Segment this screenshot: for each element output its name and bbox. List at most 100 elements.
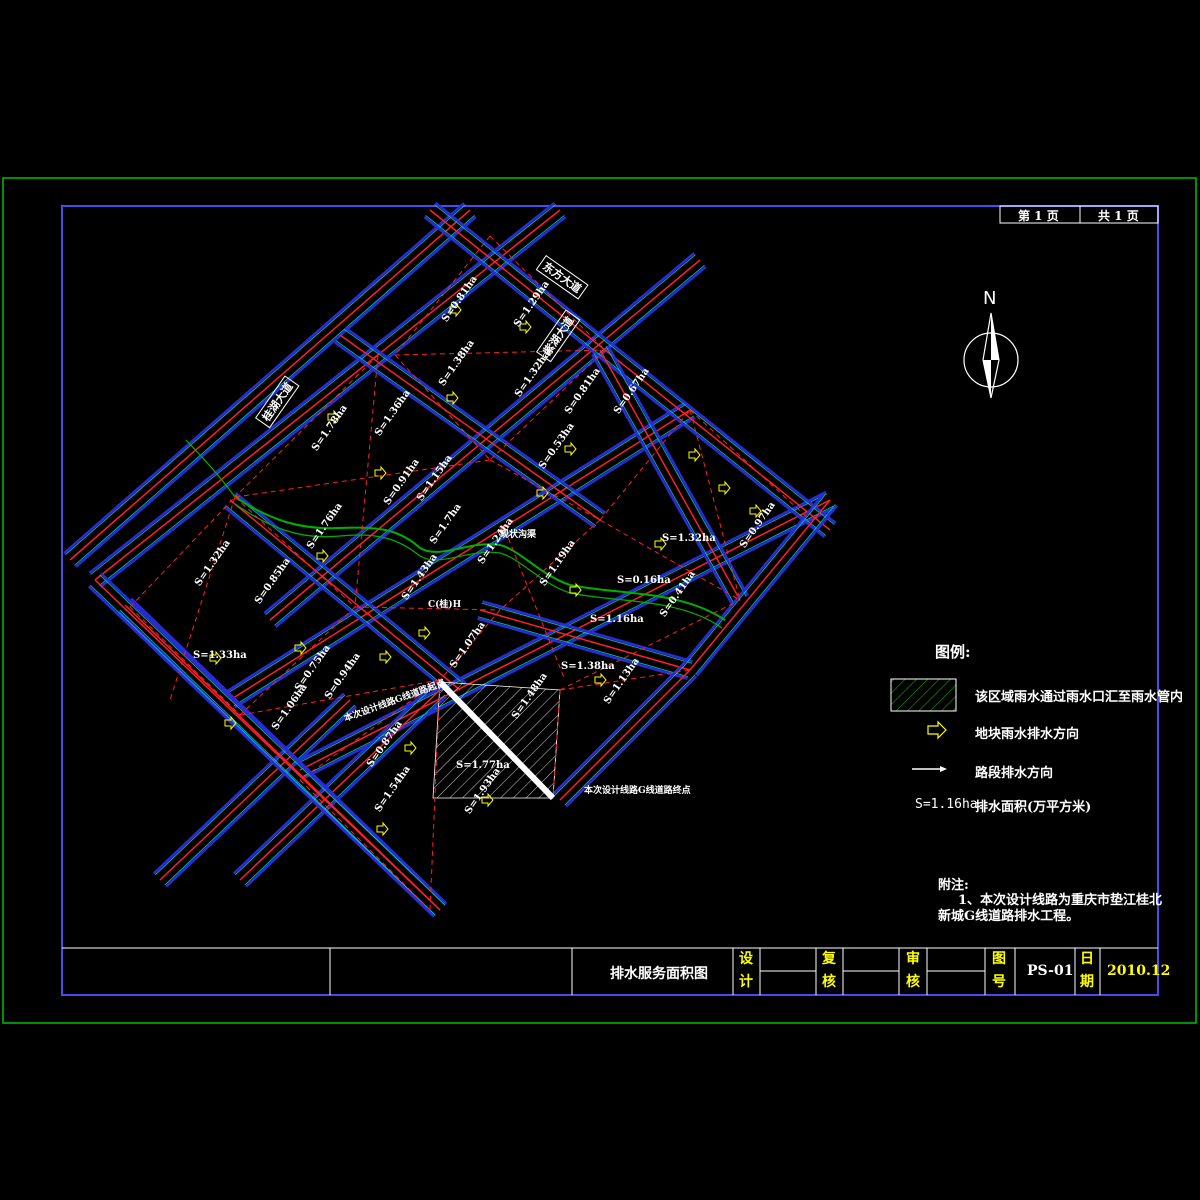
road-line xyxy=(100,572,448,905)
road-network xyxy=(63,201,838,918)
road-line xyxy=(689,499,831,671)
north-label: N xyxy=(983,288,997,309)
road-line xyxy=(605,346,747,597)
road-line xyxy=(299,779,431,911)
road-line xyxy=(559,669,691,691)
legend-title: 图例: xyxy=(935,643,971,661)
callout-label: C(桂)H xyxy=(428,600,462,610)
runoff-direction-arrow-icon xyxy=(481,792,494,808)
runoff-direction-arrow-icon xyxy=(294,640,307,656)
road-line xyxy=(552,662,685,795)
road-line xyxy=(65,204,466,556)
legend-item-line-text: 路段排水方向 xyxy=(975,766,1054,781)
legend-line-arrow-icon xyxy=(912,766,947,772)
callout-label: 现状沟渠 xyxy=(500,530,537,540)
road-line xyxy=(682,493,825,666)
road-line xyxy=(245,695,448,888)
review-label: 审核 xyxy=(906,951,920,990)
road-line xyxy=(565,675,698,808)
road-line xyxy=(564,674,696,806)
road-line xyxy=(263,252,696,615)
road-line xyxy=(295,490,827,764)
road-line xyxy=(234,494,465,685)
road-line xyxy=(599,409,691,521)
road-line xyxy=(234,496,356,608)
inner-frame xyxy=(61,205,1159,996)
road-line xyxy=(689,409,741,601)
road-line xyxy=(552,689,561,799)
runoff-direction-arrow-icon xyxy=(449,302,462,318)
road-line xyxy=(477,617,688,680)
road-line xyxy=(89,584,436,916)
check-label: 复核 xyxy=(822,951,836,990)
road-line xyxy=(335,340,597,527)
road-line xyxy=(234,684,436,876)
legend-item-area-text: 排水面积(万平方米) xyxy=(975,800,1092,815)
road-line xyxy=(129,606,241,716)
road-line xyxy=(554,664,686,796)
drawing-no: PS-01 xyxy=(1027,963,1074,979)
design-label: 设计 xyxy=(739,951,753,990)
area-arrows xyxy=(209,302,762,837)
road-line xyxy=(339,334,601,521)
road-line xyxy=(334,341,596,529)
road-line xyxy=(689,409,811,521)
road-line xyxy=(164,704,356,886)
road-line xyxy=(299,679,441,781)
runoff-direction-arrow-icon xyxy=(536,485,549,501)
date-value: 2010.12 xyxy=(1107,963,1171,979)
legend-item-hatch-text: 该区域雨水通过雨水口汇至雨水管内 xyxy=(975,690,1184,705)
road-line xyxy=(223,505,456,698)
catchment-lines xyxy=(129,235,811,911)
road-line xyxy=(394,349,606,356)
runoff-direction-arrow-icon xyxy=(654,536,667,552)
road-line xyxy=(477,616,689,678)
road-line xyxy=(429,209,831,531)
road-line xyxy=(99,574,446,906)
existing-ditch-edge xyxy=(185,439,723,629)
runoff-direction-arrow-icon xyxy=(224,715,237,731)
road-line xyxy=(87,585,435,918)
road-line xyxy=(234,492,467,685)
road-line xyxy=(394,354,491,461)
drawing-no-label: 图号 xyxy=(992,951,1006,990)
road-line xyxy=(591,353,734,606)
runoff-direction-arrow-icon xyxy=(594,672,607,688)
title-block-grid xyxy=(62,947,1158,995)
north-arrow-icon xyxy=(963,312,1019,399)
callout-label: 本次设计线路G线道路终点 xyxy=(584,786,691,796)
runoff-direction-arrow-icon xyxy=(209,650,222,666)
runoff-direction-arrow-icon xyxy=(564,441,577,457)
runoff-direction-arrow-icon xyxy=(404,740,417,756)
road-line xyxy=(559,599,741,691)
road-line xyxy=(695,504,836,675)
runoff-direction-arrow-icon xyxy=(569,582,582,598)
road-line xyxy=(599,519,741,601)
road-line xyxy=(606,344,749,597)
legend-item-arrow-text: 地块雨水排水方向 xyxy=(975,727,1080,742)
runoff-direction-arrow-icon xyxy=(446,390,459,406)
road-line xyxy=(599,349,741,601)
runoff-direction-arrow-icon xyxy=(316,548,329,564)
road-line xyxy=(344,326,606,514)
page-number: 第 1 页 xyxy=(1018,209,1059,223)
road-line xyxy=(234,416,696,709)
road-line xyxy=(481,602,693,664)
date-label: 日期 xyxy=(1080,951,1094,990)
road-line xyxy=(234,459,491,498)
road-line xyxy=(99,216,567,589)
drawing-title: 排水服务面积图 xyxy=(610,966,708,982)
road-line xyxy=(479,609,691,671)
road-line xyxy=(269,259,701,621)
road-line xyxy=(593,353,735,604)
runoff-direction-arrow-icon xyxy=(379,649,392,665)
road-line xyxy=(129,496,236,608)
runoff-direction-arrow-icon xyxy=(327,409,340,425)
notes-line-2: 新城G线道路排水工程。 xyxy=(938,909,1080,924)
road-line xyxy=(234,354,379,498)
runoff-direction-arrow-icon xyxy=(688,447,701,463)
road-line xyxy=(499,519,601,611)
road-line xyxy=(88,201,556,574)
road-line xyxy=(233,415,694,707)
road-line xyxy=(69,209,471,561)
